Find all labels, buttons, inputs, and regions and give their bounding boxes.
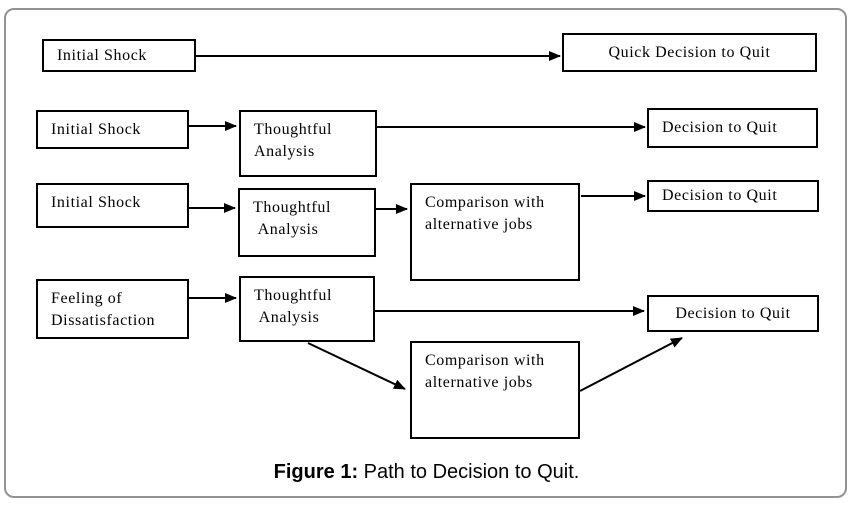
box-initial-shock-r1: Initial Shock xyxy=(42,39,196,72)
box-decision-to-quit-r2: Decision to Quit xyxy=(647,108,818,148)
box-comparison-alternative-jobs-r4: Comparison with alternative jobs xyxy=(410,341,580,439)
figure-caption-label: Figure 1: xyxy=(273,461,359,483)
box-thoughtful-analysis-r3: Thoughtful Analysis xyxy=(238,188,376,257)
figure-border-frame xyxy=(4,8,847,498)
box-thoughtful-analysis-r4: Thoughtful Analysis xyxy=(239,276,375,342)
box-initial-shock-r2: Initial Shock xyxy=(36,110,189,149)
box-initial-shock-r3: Initial Shock xyxy=(36,183,189,228)
box-comparison-alternative-jobs-r3: Comparison with alternative jobs xyxy=(410,183,580,281)
box-quick-decision-to-quit: Quick Decision to Quit xyxy=(562,33,817,72)
box-decision-to-quit-r3: Decision to Quit xyxy=(647,180,819,212)
box-thoughtful-analysis-r2: Thoughtful Analysis xyxy=(239,110,377,177)
figure-caption-text: Path to Decision to Quit. xyxy=(358,461,580,483)
box-decision-to-quit-r4: Decision to Quit xyxy=(647,295,819,332)
box-feeling-of-dissatisfaction: Feeling of Dissatisfaction xyxy=(36,279,189,339)
figure-caption: Figure 1: Path to Decision to Quit. xyxy=(0,461,853,484)
